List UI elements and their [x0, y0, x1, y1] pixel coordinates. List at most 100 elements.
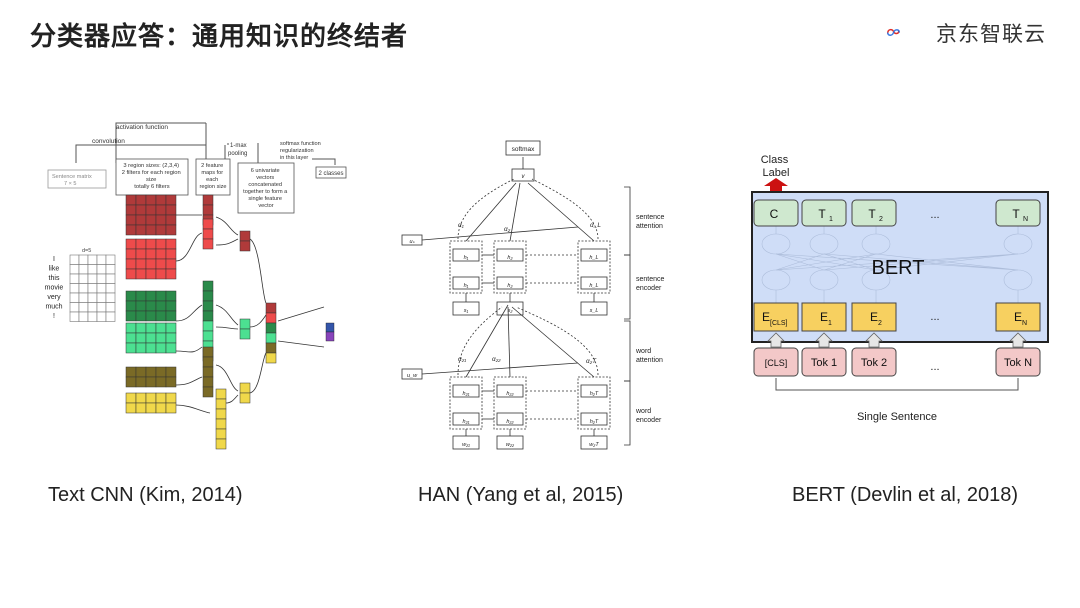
up-arrow-icon: [1009, 332, 1027, 348]
cnn-word: this: [49, 275, 60, 282]
bert-output-token: [753, 199, 799, 227]
han-diagram: softmax v uₛ u_w α₁ α₂ α_L α₂₁ α₂₂ α₂T s…: [401, 140, 665, 450]
bert-e-ellipsis: ...: [930, 311, 939, 323]
svg-text:h₁: h₁: [464, 255, 469, 261]
svg-text:h_L: h_L: [589, 283, 598, 289]
up-arrow-icon: [815, 332, 833, 348]
svg-text:Tok 1: Tok 1: [811, 357, 837, 369]
han-softmax-box: [505, 140, 541, 156]
svg-text:Tok 2: Tok 2: [861, 357, 887, 369]
svg-text:α₂₂: α₂₂: [492, 356, 501, 363]
svg-text:N: N: [1023, 216, 1028, 223]
logo-mark-icon: [887, 28, 901, 36]
svg-text:E: E: [762, 310, 770, 324]
svg-text:h₂₂: h₂₂: [506, 419, 514, 425]
logo-text: 京东智联云: [936, 22, 1046, 46]
svg-text:2 feature maps for eac: 2 feature maps for each region size: [199, 163, 226, 190]
svg-text:sentence: sentence: [636, 276, 665, 283]
bert-class-label: Class Label: [761, 154, 792, 179]
svg-text:E: E: [870, 310, 878, 324]
bert-input-token: [851, 347, 897, 377]
cnn-top-brackets: [75, 122, 336, 165]
cnn-word: !: [53, 313, 55, 320]
caption-bert: BERT (Devlin et al, 2018): [792, 484, 1019, 506]
svg-text:2: 2: [878, 320, 882, 327]
svg-text:[CLS]: [CLS]: [770, 320, 788, 327]
svg-text:h₁: h₁: [464, 283, 469, 289]
cnn-activation-label: activation function: [116, 124, 168, 131]
bert-input-ellipsis: ...: [930, 361, 939, 373]
svg-text:T: T: [1012, 207, 1020, 221]
svg-text:softmax function regulariz: softmax function regularization in this …: [280, 141, 322, 161]
svg-text:α₁: α₁: [458, 222, 464, 229]
bert-output-token: [995, 199, 1041, 227]
svg-text:1: 1: [829, 216, 833, 223]
cnn-sentence-matrix-dim: 7 × 5: [64, 181, 76, 187]
cnn-classes-label: 2 classes: [318, 171, 343, 177]
svg-text:uₛ: uₛ: [409, 239, 415, 245]
cnn-word: much: [45, 304, 62, 311]
bert-input-token: [995, 347, 1041, 377]
svg-text:α₂T: α₂T: [586, 358, 597, 365]
svg-text:h₂T: h₂T: [590, 391, 599, 397]
class-arrow-icon: [764, 178, 788, 192]
bert-embedding-token: [801, 302, 847, 332]
svg-text:6 univariate vectors c: 6 univariate vectors concatenated togeth…: [243, 168, 289, 209]
cnn-word: I: [53, 256, 55, 263]
svg-text:encoder: encoder: [636, 285, 662, 292]
svg-text:h₂₂: h₂₂: [506, 391, 514, 397]
cnn-region-line-2: 2 filters for each region: [122, 170, 181, 176]
bert-t-ellipsis: ...: [930, 209, 939, 221]
bert-output-token: [801, 199, 847, 227]
bert-embedding-token: [995, 302, 1041, 332]
textcnn-diagram: activation function convolution Sentence…: [45, 122, 347, 450]
svg-text:attention: attention: [636, 223, 663, 230]
cnn-word: movie: [45, 285, 64, 292]
jd-cloud-logo: [887, 28, 901, 36]
svg-text:attention: attention: [636, 357, 663, 364]
svg-text:w₂₂: w₂₂: [506, 442, 515, 448]
page-title: 分类器应答：通用知识的终结者: [30, 22, 409, 52]
svg-text:v: v: [522, 174, 526, 180]
bert-output-token: [851, 199, 897, 227]
svg-text:word: word: [635, 408, 651, 415]
cnn-filter-blocks: [125, 194, 277, 450]
up-arrow-icon: [865, 332, 883, 348]
cnn-d-label: d=5: [82, 248, 91, 254]
cnn-convolution-label: convolution: [92, 138, 125, 145]
svg-text:α₂₁: α₂₁: [458, 356, 466, 363]
svg-text:Tok N: Tok N: [1004, 357, 1032, 369]
bert-input-token: [753, 347, 799, 377]
caption-textcnn: Text CNN (Kim, 2014): [48, 484, 243, 506]
svg-text:h₂₁: h₂₁: [463, 391, 470, 397]
cnn-connectors: [175, 214, 325, 414]
svg-text:N: N: [1022, 320, 1027, 327]
svg-text:h_L: h_L: [589, 255, 598, 261]
svg-text:s_L: s_L: [590, 308, 599, 314]
svg-text:w₂T: w₂T: [589, 442, 599, 448]
up-arrow-icon: [767, 332, 785, 348]
svg-text:T: T: [868, 207, 876, 221]
cnn-region-line-3: size: [146, 177, 156, 183]
svg-text:h₂: h₂: [507, 283, 513, 289]
svg-text:C: C: [770, 207, 779, 221]
cnn-sentence-matrix-label: Sentence matrix: [52, 174, 92, 180]
svg-text:encoder: encoder: [636, 417, 662, 424]
bert-embedding-token: [851, 302, 897, 332]
bert-model-label: BERT: [872, 257, 925, 279]
cnn-region-line-4: totally 6 filters: [134, 184, 170, 190]
svg-text:h₂T: h₂T: [590, 419, 599, 425]
cnn-region-line-1: 3 region sizes: (2,3,4): [123, 163, 179, 169]
bert-embedding-token: [753, 302, 799, 332]
svg-text:h₂₁: h₂₁: [463, 419, 470, 425]
svg-text:s₂: s₂: [508, 308, 514, 314]
cnn-max-pool-label: 1-max: [230, 143, 247, 149]
svg-text:u_w: u_w: [407, 373, 418, 379]
cnn-word: like: [49, 266, 60, 273]
svg-text:sentence: sentence: [636, 214, 665, 221]
svg-text:α_L: α_L: [590, 222, 601, 229]
svg-text:1-max pooling: 1-max pooling: [228, 143, 248, 157]
cnn-sentence-grid: [69, 254, 116, 322]
